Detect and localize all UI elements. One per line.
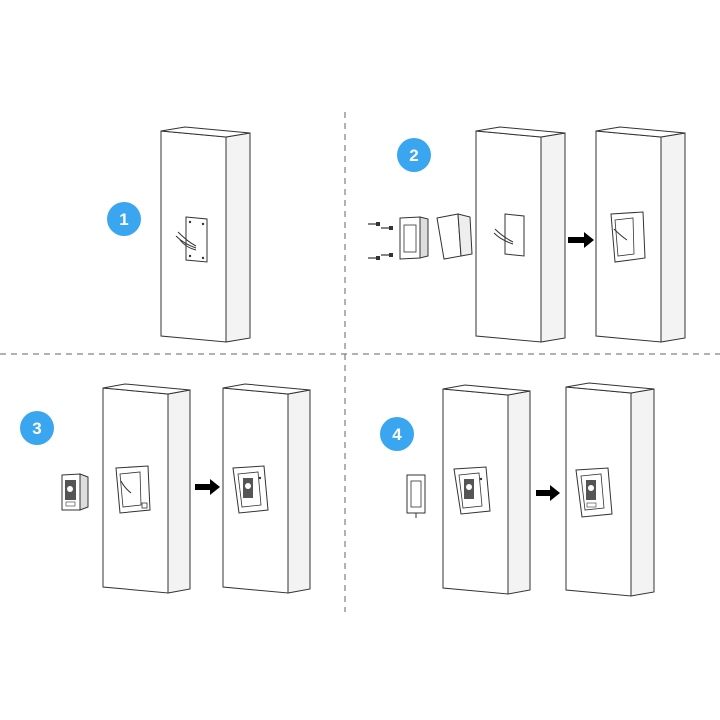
screw-icon: [367, 221, 394, 261]
step-number: 1: [119, 210, 128, 229]
step-badge: 3: [20, 411, 54, 445]
installed-door-station: [453, 466, 491, 515]
step-badge: 1: [107, 202, 141, 236]
step-1-panel: 1: [107, 126, 251, 343]
arrow-right-icon: [568, 232, 594, 248]
arrow-right-icon: [195, 479, 220, 495]
finished-door-station: [575, 467, 613, 518]
step-4-panel: 4: [380, 382, 655, 597]
rain-hood: [436, 213, 473, 260]
step-number: 3: [32, 419, 41, 438]
step-badge: 4: [380, 417, 414, 451]
cover-plate: [406, 474, 426, 518]
step-number: 4: [392, 425, 402, 444]
installed-back-box: [610, 211, 646, 263]
back-box: [399, 216, 429, 260]
mounting-plate: [493, 213, 525, 257]
installed-door-station: [232, 465, 269, 514]
step-3-panel: 3: [20, 383, 311, 594]
step-badge: 2: [397, 138, 431, 172]
arrow-right-icon: [536, 485, 560, 501]
step-number: 2: [409, 146, 418, 165]
step-2-panel: 2: [367, 126, 686, 343]
cable-bundle: [175, 231, 197, 251]
mounting-plate: [185, 216, 208, 263]
installed-back-box: [115, 465, 151, 514]
door-station-module: [61, 473, 89, 511]
